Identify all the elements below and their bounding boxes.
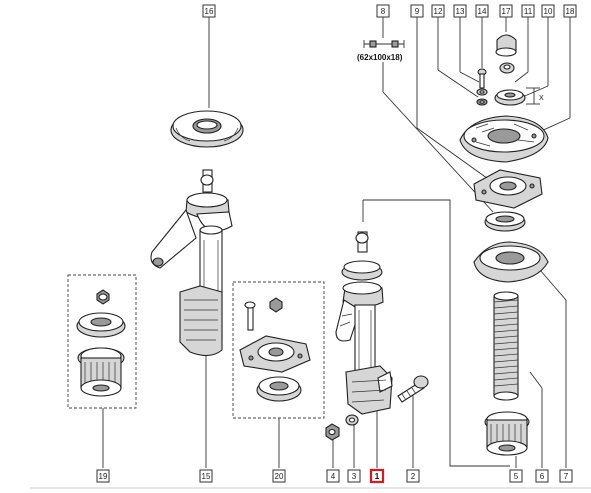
callout-16[interactable]: 16: [202, 4, 216, 18]
callout-label: 17: [502, 7, 511, 16]
part-3-washer: [345, 414, 359, 426]
callout-label: 4: [331, 472, 336, 481]
part-2-bolt: [397, 375, 429, 403]
part-12-nut: [476, 98, 488, 106]
callout-label: 10: [544, 7, 553, 16]
callout-box[interactable]: [347, 469, 361, 483]
callout-label: 19: [99, 472, 108, 481]
callout-label: 3: [352, 472, 357, 481]
part-15-left-strut: [150, 169, 233, 357]
callout-12[interactable]: 12: [431, 4, 445, 18]
callout-8[interactable]: 8: [376, 4, 390, 18]
callout-box[interactable]: [541, 4, 555, 18]
callout-box[interactable]: [431, 4, 445, 18]
part-1-center-strut: [335, 231, 393, 415]
callout-2[interactable]: 2: [406, 469, 420, 483]
callout-label: 13: [456, 7, 465, 16]
callout-13[interactable]: 13: [453, 4, 467, 18]
callout-19[interactable]: 19: [96, 469, 110, 483]
callout-box[interactable]: [406, 469, 420, 483]
callout-label: 2: [411, 472, 416, 481]
callout-label: 12: [434, 7, 443, 16]
callout-3[interactable]: 3: [347, 469, 361, 483]
callout-box[interactable]: [202, 4, 216, 18]
callout-label: 7: [564, 472, 569, 481]
callout-20[interactable]: 20: [272, 469, 286, 483]
part-13-washer: [476, 88, 488, 96]
part-16-upper-cup: [170, 110, 244, 148]
part-20-kit: [239, 297, 311, 402]
part-4-nut: [325, 423, 340, 441]
part-14-bolt: [477, 68, 487, 89]
kit-20-dashed-frame: [232, 281, 325, 419]
callout-1[interactable]: 1: [369, 468, 385, 484]
callout-box[interactable]: [369, 468, 385, 484]
callout-label: 8: [381, 7, 386, 16]
kit-19-dashed-frame: [67, 274, 137, 409]
callout-label: 18: [566, 7, 575, 16]
callout-box[interactable]: [453, 4, 467, 18]
callout-label: 5: [514, 472, 519, 481]
callout-box[interactable]: [499, 4, 513, 18]
part-11-nut: [499, 62, 515, 74]
callout-18[interactable]: 18: [563, 4, 577, 18]
callout-box[interactable]: [96, 469, 110, 483]
callout-10[interactable]: 10: [541, 4, 555, 18]
callout-box[interactable]: [199, 469, 213, 483]
callout-box[interactable]: [326, 469, 340, 483]
callout-label: 11: [524, 7, 533, 16]
callout-box[interactable]: [410, 4, 424, 18]
bearing-size-label: (62x100x18): [357, 53, 403, 62]
part-10-spacer: X: [494, 87, 544, 106]
callout-label: 9: [415, 7, 420, 16]
callout-6[interactable]: 6: [535, 469, 549, 483]
callout-box[interactable]: [535, 469, 549, 483]
callout-label: 16: [205, 7, 214, 16]
callout-17[interactable]: 17: [499, 4, 513, 18]
leader-lines: [102, 17, 571, 468]
callout-11[interactable]: 11: [521, 4, 535, 18]
callout-15[interactable]: 15: [199, 469, 213, 483]
callout-box[interactable]: [475, 4, 489, 18]
callout-label: 14: [478, 7, 487, 16]
callout-box[interactable]: [272, 469, 286, 483]
callout-box[interactable]: [509, 469, 523, 483]
callout-box[interactable]: [376, 4, 390, 18]
callout-label: 6: [540, 472, 545, 481]
bearing-symbol: (62x100x18): [357, 40, 405, 62]
callout-label: 15: [202, 472, 211, 481]
callout-box[interactable]: [521, 4, 535, 18]
dimension-x-label: X: [539, 95, 544, 102]
callout-9[interactable]: 9: [410, 4, 424, 18]
callout-box[interactable]: [563, 4, 577, 18]
callout-label: 1: [375, 472, 380, 481]
part-7-spring-seat: [473, 241, 549, 283]
part-17-cap: [495, 34, 517, 57]
callout-label: 20: [275, 472, 284, 481]
part-19-kit: [76, 289, 126, 397]
part-6-bellows: [493, 291, 519, 401]
callout-14[interactable]: 14: [475, 4, 489, 18]
callout-box[interactable]: [559, 469, 573, 483]
part-9-mount: [473, 169, 543, 209]
part-18-top-plate: [459, 115, 549, 163]
callout-7[interactable]: 7: [559, 469, 573, 483]
part-5-bump-stop: [484, 411, 530, 456]
part-8-bearing: [484, 211, 526, 232]
callout-4[interactable]: 4: [326, 469, 340, 483]
callout-5[interactable]: 5: [509, 469, 523, 483]
